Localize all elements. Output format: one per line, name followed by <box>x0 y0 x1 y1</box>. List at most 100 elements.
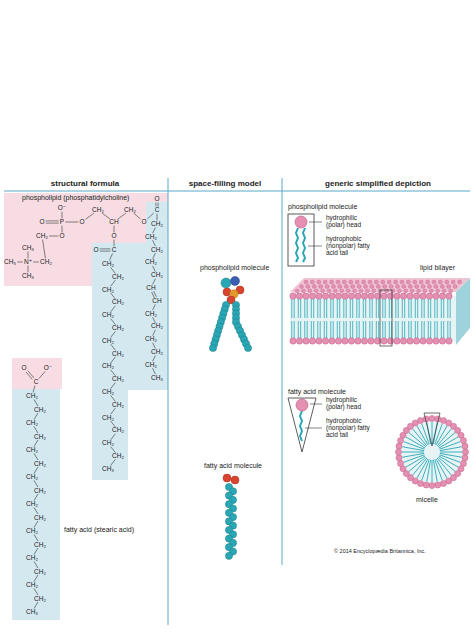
polar-head <box>306 285 310 289</box>
polar-head <box>462 443 468 449</box>
molecule-label: micelle <box>416 496 438 503</box>
atom-label: CH₂ <box>102 312 114 319</box>
callout-label: hydrophobic (nonpolar) fatty acid tail <box>326 236 376 256</box>
polar-head <box>335 338 341 344</box>
atom-label: CH₂ <box>151 349 163 356</box>
polar-head <box>296 293 302 299</box>
atom-label: N⁺ <box>24 259 32 266</box>
fatty-acid-tail <box>305 299 307 338</box>
bond-line <box>34 575 38 582</box>
fatty-acid-tail <box>324 299 326 338</box>
atom-label: CH₂ <box>26 393 38 400</box>
bond-line <box>46 223 59 224</box>
molecule-label: fatty acid molecule <box>204 462 262 469</box>
polar-head <box>321 289 325 293</box>
bond-line <box>62 212 63 219</box>
atom-label: CH₂ <box>102 286 114 293</box>
polar-head <box>303 338 309 344</box>
bond-line <box>34 413 38 420</box>
polar-head <box>397 460 403 466</box>
fatty-acid-tail <box>298 299 300 338</box>
atom-label: CH₂ <box>145 310 157 317</box>
polar-head <box>428 285 432 289</box>
bond-line <box>114 226 115 233</box>
polar-head <box>332 285 336 289</box>
bond-line <box>147 213 153 219</box>
polar-head <box>322 293 328 299</box>
bond-line <box>34 534 38 541</box>
bond-line <box>28 371 34 378</box>
bond-line <box>34 521 38 528</box>
bond-line <box>49 236 58 237</box>
fatty-acid-tail <box>331 299 333 338</box>
polar-head <box>316 338 322 344</box>
polar-head <box>330 280 334 284</box>
atom-label: P <box>60 219 64 226</box>
polar-head <box>439 293 445 299</box>
atom-label: CH₂ <box>124 207 136 214</box>
polar-head <box>413 338 419 344</box>
polar-head <box>316 293 322 299</box>
atom-label: CH₂ <box>112 273 124 280</box>
molecule-label: phospholipid (phosphatidylcholine) <box>22 194 129 201</box>
polar-head <box>433 338 439 344</box>
atom-label: CH₂ <box>145 336 157 343</box>
fatty-acid-tail <box>376 299 378 338</box>
molecule-label: phospholipid molecule <box>200 264 269 271</box>
atom-label: CH₂ <box>40 259 52 266</box>
polar-head <box>309 293 315 299</box>
callout-label: hydrophilic (polar) head <box>326 397 376 411</box>
polar-head <box>342 338 348 344</box>
leader-line <box>305 428 322 429</box>
polar-head <box>329 338 335 344</box>
polar-head <box>342 280 346 284</box>
polar-head <box>344 285 348 289</box>
polar-head <box>301 289 305 293</box>
polar-head <box>436 289 440 293</box>
fatty-acid-tail <box>344 299 346 338</box>
polar-head <box>335 293 341 299</box>
fatty-acid-tail <box>363 299 365 338</box>
fatty-acid-tail <box>440 442 461 450</box>
polar-head <box>434 285 438 289</box>
bond-line <box>34 467 38 474</box>
polar-head <box>323 280 327 284</box>
carbon-atom <box>244 344 251 351</box>
bond-line <box>34 399 38 406</box>
atom-label: O <box>111 233 116 240</box>
polar-head <box>309 338 315 344</box>
polar-head <box>381 338 387 344</box>
bond-line <box>118 213 126 219</box>
bond-line <box>43 240 46 259</box>
polar-head <box>396 455 402 461</box>
fatty-acid-tail <box>292 299 294 338</box>
callout-label: hydrophilic (polar) head <box>326 215 376 229</box>
polar-head <box>295 289 299 293</box>
fatty-acid-tail <box>432 460 433 482</box>
copyright-note: © 2014 Encyclopædia Britannica, Inc. <box>334 549 426 555</box>
molecule-label: lipid bilayer <box>420 264 455 271</box>
fatty-acid-tail <box>383 299 385 338</box>
atom-label: CH₃ <box>151 374 163 381</box>
atom-label: O <box>79 219 84 226</box>
atom-label: O <box>141 219 146 226</box>
polar-head <box>462 449 468 455</box>
polar-head <box>336 280 340 284</box>
hydrophobic-region <box>12 389 60 620</box>
fatty-acid-tail <box>303 228 305 262</box>
polar-head <box>439 338 445 344</box>
polar-head <box>376 285 380 289</box>
polar-head <box>365 289 369 293</box>
bond-line <box>134 213 141 219</box>
polar-head <box>362 280 366 284</box>
atom-label: CH₂ <box>102 337 114 344</box>
atom-label: CH₂ <box>34 595 46 602</box>
fatty-acid-tail <box>370 299 372 338</box>
polar-head <box>333 289 337 293</box>
bond-line <box>28 266 29 273</box>
atom-label: O <box>21 365 26 372</box>
polar-head <box>446 338 452 344</box>
polar-head <box>381 280 385 284</box>
polar-head <box>433 293 439 299</box>
atom-label: CH₂ <box>34 460 46 467</box>
